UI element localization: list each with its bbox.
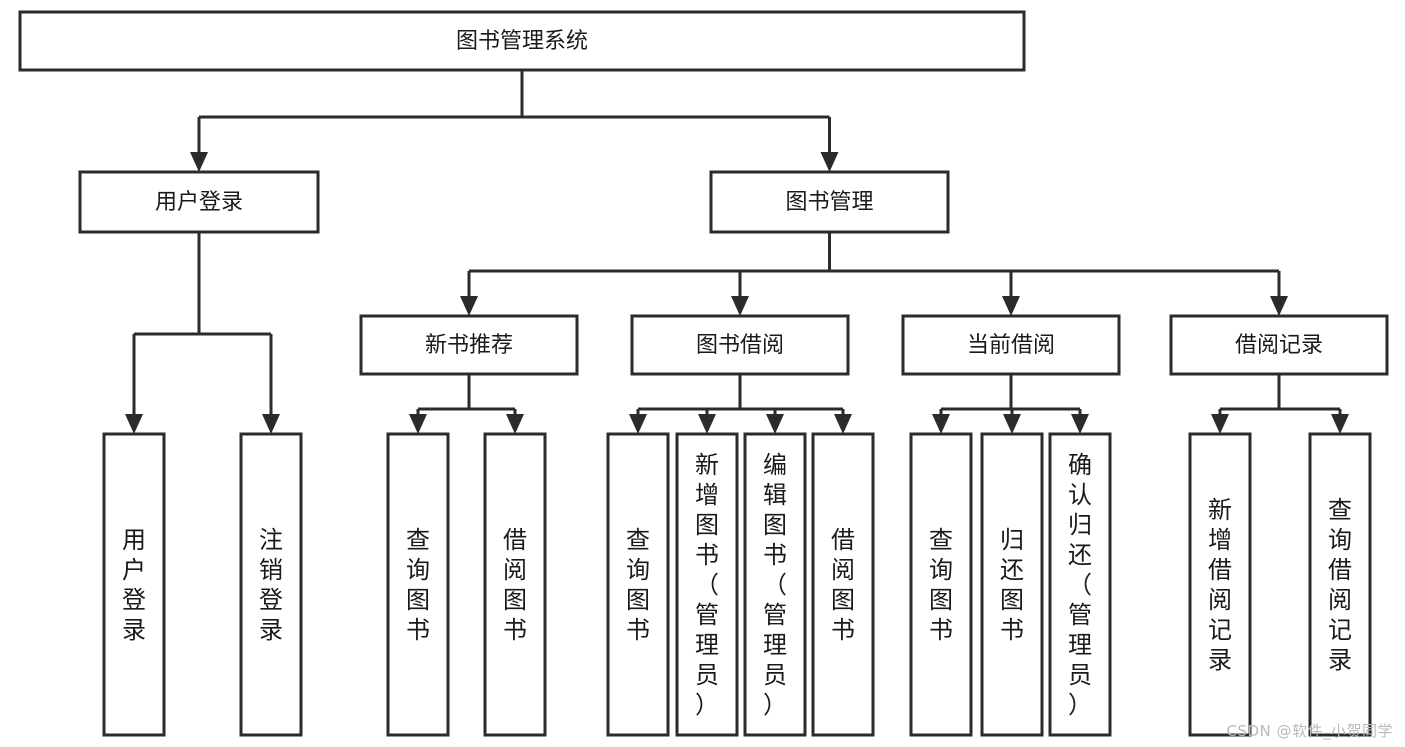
node-box-l4-add-book-admin — [675, 432, 739, 737]
node-l4-query-book-3[interactable]: 查询图书 — [909, 432, 973, 737]
arrow-head-icon — [629, 414, 647, 434]
node-label-user-logout-leaf: 注销登录 — [259, 526, 283, 644]
node-l4-edit-book-admin[interactable]: 编辑图书（管理员） — [743, 432, 807, 737]
arrow-head-icon — [1270, 296, 1288, 316]
node-label-book-borrow: 图书借阅 — [696, 333, 784, 358]
node-box-l4-confirm-return-admin — [1048, 432, 1112, 737]
node-user-logout-leaf[interactable]: 注销登录 — [239, 432, 303, 737]
node-box-l4-query-book-3 — [909, 432, 973, 737]
node-label-current-borrow: 当前借阅 — [967, 333, 1055, 358]
node-borrow-record[interactable]: 借阅记录 — [1169, 314, 1389, 376]
arrow-head-icon — [460, 296, 478, 316]
node-label-user-login: 用户登录 — [155, 190, 243, 215]
node-box-book-borrow — [630, 314, 850, 376]
node-box-l4-add-borrow-record — [1188, 432, 1252, 737]
csdn-watermark: CSDN @软件_小贺同学 — [1226, 722, 1393, 740]
node-l4-query-book-1[interactable]: 查询图书 — [386, 432, 450, 737]
node-box-user-logout-leaf — [239, 432, 303, 737]
node-l4-confirm-return-admin[interactable]: 确认归还（管理员） — [1048, 432, 1112, 737]
arrow-head-icon — [409, 414, 427, 434]
node-label-book-manage: 图书管理 — [785, 190, 873, 215]
node-label-l4-borrow-book-1: 借阅图书 — [503, 526, 527, 644]
node-l4-query-borrow-record[interactable]: 查询借阅记录 — [1308, 432, 1372, 737]
node-user-login[interactable]: 用户登录 — [78, 170, 320, 234]
arrow-head-icon — [1211, 414, 1229, 434]
node-box-user-login-leaf — [102, 432, 166, 737]
arrow-head-icon — [1003, 414, 1021, 434]
arrow-head-icon — [190, 152, 208, 172]
arrow-head-icon — [506, 414, 524, 434]
arrow-head-icon — [932, 414, 950, 434]
connectors-layer — [125, 70, 1349, 434]
node-l4-borrow-book-1[interactable]: 借阅图书 — [483, 432, 547, 737]
arrow-head-icon — [820, 152, 839, 172]
node-box-new-book-rec — [359, 314, 579, 376]
node-book-manage[interactable]: 图书管理 — [709, 170, 950, 234]
node-label-l4-add-borrow-record: 新增借阅记录 — [1208, 496, 1232, 674]
node-label-l4-query-book-1: 查询图书 — [406, 526, 430, 644]
node-label-l4-edit-book-admin: 编辑图书（管理员） — [763, 451, 787, 719]
node-label-root: 图书管理系统 — [456, 29, 588, 54]
node-book-borrow[interactable]: 图书借阅 — [630, 314, 850, 376]
node-l4-query-book-2[interactable]: 查询图书 — [606, 432, 670, 737]
node-box-l4-query-borrow-record — [1308, 432, 1372, 737]
node-box-book-manage — [709, 170, 950, 234]
node-l4-add-book-admin[interactable]: 新增图书（管理员） — [675, 432, 739, 737]
node-label-l4-query-book-3: 查询图书 — [929, 526, 953, 644]
node-l4-add-borrow-record[interactable]: 新增借阅记录 — [1188, 432, 1252, 737]
node-box-borrow-record — [1169, 314, 1389, 376]
node-label-borrow-record: 借阅记录 — [1235, 333, 1323, 358]
node-label-l4-return-book: 归还图书 — [1000, 526, 1024, 644]
node-box-l4-return-book — [980, 432, 1044, 737]
node-l4-return-book[interactable]: 归还图书 — [980, 432, 1044, 737]
node-label-l4-confirm-return-admin: 确认归还（管理员） — [1068, 451, 1092, 719]
arrow-head-icon — [731, 296, 749, 316]
arrow-head-icon — [766, 414, 784, 434]
arrow-head-icon — [1071, 414, 1089, 434]
node-box-l4-query-book-2 — [606, 432, 670, 737]
node-box-l4-borrow-book-2 — [811, 432, 875, 737]
node-current-borrow[interactable]: 当前借阅 — [901, 314, 1121, 376]
node-box-l4-borrow-book-1 — [483, 432, 547, 737]
node-label-new-book-rec: 新书推荐 — [425, 333, 513, 358]
arrow-head-icon — [1331, 414, 1349, 434]
nodes-layer: 图书管理系统用户登录图书管理新书推荐图书借阅当前借阅借阅记录用户登录注销登录查询… — [18, 10, 1389, 737]
arrow-head-icon — [262, 414, 280, 434]
node-box-l4-query-book-1 — [386, 432, 450, 737]
arrow-head-icon — [698, 414, 716, 434]
node-l4-borrow-book-2[interactable]: 借阅图书 — [811, 432, 875, 737]
arrow-head-icon — [1002, 296, 1020, 316]
node-box-current-borrow — [901, 314, 1121, 376]
node-user-login-leaf[interactable]: 用户登录 — [102, 432, 166, 737]
node-label-l4-add-book-admin: 新增图书（管理员） — [695, 451, 719, 719]
node-box-root — [18, 10, 1026, 72]
node-label-l4-query-borrow-record: 查询借阅记录 — [1328, 496, 1352, 674]
node-label-l4-borrow-book-2: 借阅图书 — [831, 526, 855, 644]
node-label-l4-query-book-2: 查询图书 — [626, 526, 650, 644]
node-root[interactable]: 图书管理系统 — [18, 10, 1026, 72]
arrow-head-icon — [125, 414, 143, 434]
node-label-user-login-leaf: 用户登录 — [122, 526, 146, 644]
node-box-user-login — [78, 170, 320, 234]
arrow-head-icon — [834, 414, 852, 434]
node-new-book-rec[interactable]: 新书推荐 — [359, 314, 579, 376]
node-box-l4-edit-book-admin — [743, 432, 807, 737]
